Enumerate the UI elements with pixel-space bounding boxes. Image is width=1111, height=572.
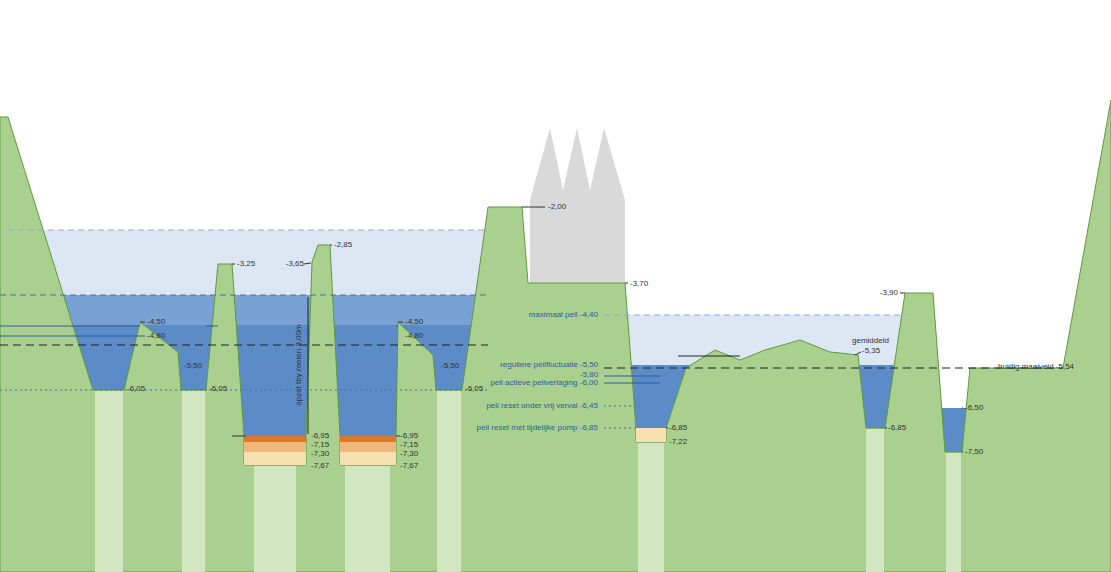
level-label: -7,67 — [311, 461, 329, 471]
level-label: -6,95 — [311, 431, 329, 441]
level-label: -6,05 — [465, 384, 483, 394]
level-label: -4,80 — [147, 331, 165, 341]
level-label: -7,50 — [965, 447, 983, 457]
level-label: -6,85 — [669, 423, 687, 433]
level-label: peil reset onder vrij verval -6,45 — [486, 401, 598, 411]
level-label: -7,30 — [400, 449, 418, 459]
level-label: -6,50 — [965, 403, 983, 413]
level-label: -3,65 — [286, 259, 304, 269]
level-label: huidig maaiveld -5,54 — [998, 362, 1074, 372]
level-label: -4,50 — [405, 317, 423, 327]
level-label: gemiddeld — [852, 336, 889, 346]
level-label: -4,80 — [405, 331, 423, 341]
level-label: -5,50 — [184, 361, 202, 371]
level-label: -3,25 — [237, 259, 255, 269]
level-label: -2,00 — [548, 202, 566, 212]
level-label: -4,50 — [147, 317, 165, 327]
level-label: -3,90 — [880, 288, 898, 298]
level-label: -2,85 — [334, 240, 352, 250]
level-label: -7,30 — [311, 449, 329, 459]
level-label: -7,22 — [669, 437, 687, 447]
level-label: -5,50 — [580, 360, 598, 370]
level-label: maximaal peil -4,40 — [529, 310, 598, 320]
dimension-label: opzet tby roeien 3,00m — [294, 324, 304, 405]
level-label: -6,05 — [127, 384, 145, 394]
level-label: -5,35 — [862, 346, 880, 356]
level-label: -6,95 — [400, 431, 418, 441]
level-label: reguliere peilfluctuatie — [500, 360, 578, 370]
level-label: -6,05 — [209, 384, 227, 394]
level-label: peil reset met tijdelijke pomp -6,85 — [477, 423, 598, 433]
level-label: -7,15 — [311, 440, 329, 450]
level-label: -6,85 — [888, 423, 906, 433]
level-label: -5,50 — [441, 361, 459, 371]
level-label: peil actieve peilverlaging -6,00 — [490, 378, 598, 388]
level-label: -7,15 — [400, 440, 418, 450]
level-label: -3,70 — [630, 279, 648, 289]
level-label: -7,67 — [400, 461, 418, 471]
